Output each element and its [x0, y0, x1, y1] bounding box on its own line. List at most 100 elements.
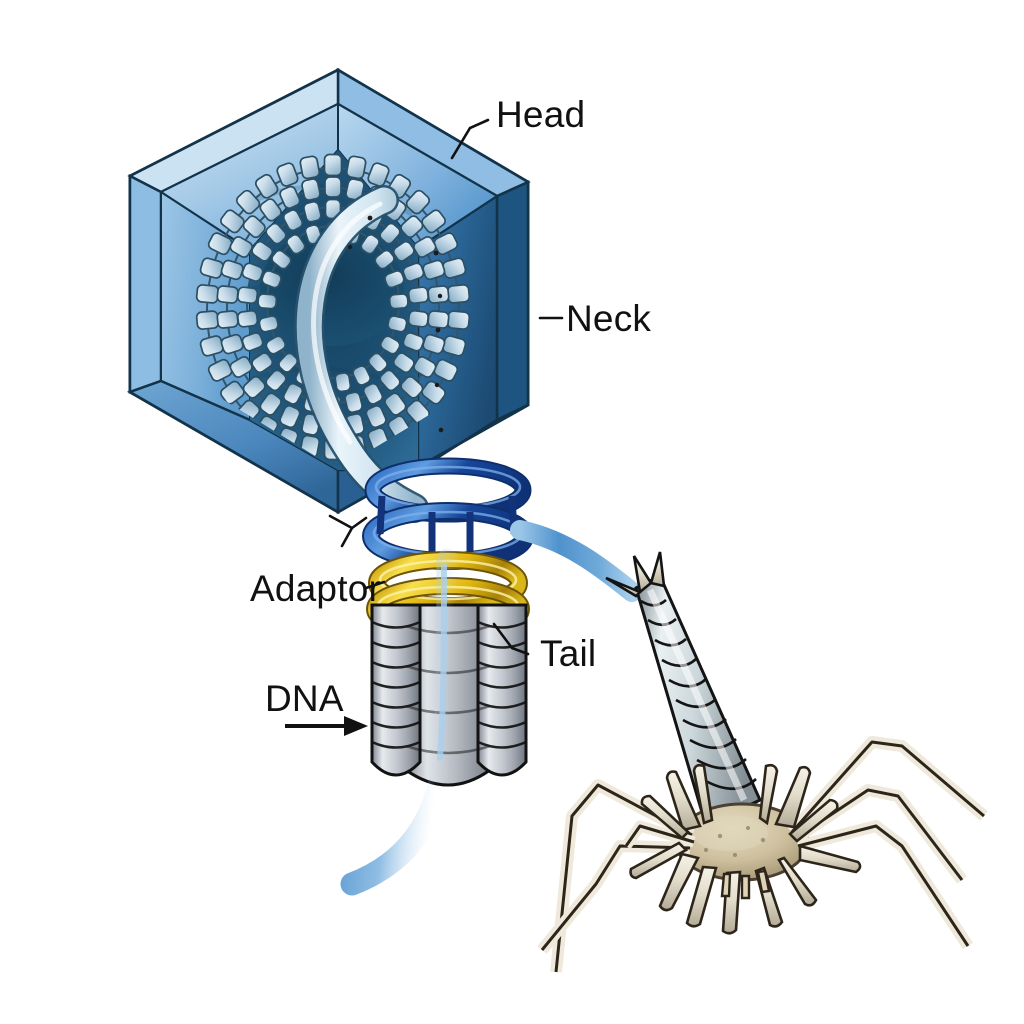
coil-bead [402, 262, 425, 282]
coil-bead [241, 332, 264, 352]
baseplate-pins [720, 869, 771, 900]
coil-beads [195, 153, 471, 461]
baseplate-hub-speckles [704, 826, 766, 857]
coil-bead [384, 270, 405, 289]
coil-bead [392, 240, 415, 262]
coil-bead [446, 310, 471, 330]
leader-head-base [328, 514, 354, 548]
coil-bead [195, 284, 220, 304]
coil-bead [259, 392, 282, 416]
coil-bead [344, 391, 363, 414]
coil-bead [352, 365, 371, 386]
label-dna: DNA [265, 678, 344, 719]
coil-bead [324, 176, 342, 198]
coil-bead [257, 293, 278, 310]
coil-bead [216, 285, 239, 304]
coil-bead [251, 240, 274, 262]
coil-bead [427, 310, 450, 329]
coil-bead [413, 236, 437, 258]
coil-bead [400, 215, 424, 239]
coil-bead [407, 309, 430, 328]
coil-bead [384, 392, 407, 416]
coil-bead [286, 233, 306, 255]
coil-bead [446, 284, 471, 304]
capsid-facet-left-edge [128, 173, 163, 394]
coil-bead [271, 249, 292, 270]
coil-bead [265, 222, 287, 245]
coil-bead [276, 162, 299, 187]
coil-bead [282, 209, 304, 232]
coil-bead [242, 375, 266, 399]
coil-bead [374, 249, 395, 270]
dna-exit-tube [294, 185, 444, 523]
coil-bead [279, 404, 301, 429]
tail-fibers-long [537, 736, 988, 973]
tail-tube-highlight [646, 588, 748, 802]
label-adaptor: Adaptor [250, 568, 381, 609]
dna-strand-body [340, 548, 460, 896]
coil-bead [323, 153, 343, 177]
coil-bead [265, 369, 287, 392]
coil-bead [379, 222, 401, 245]
coil-bead [405, 189, 431, 215]
label-leaders [328, 118, 564, 656]
dna-tube-highlight [311, 201, 383, 445]
coil-bead [220, 209, 245, 234]
capsid-facet-right-edge [495, 180, 530, 422]
coil-bead [195, 310, 220, 330]
coil-bead [433, 232, 459, 256]
coil-bead [229, 356, 253, 378]
coil-bead [388, 293, 409, 310]
coil-bead [241, 262, 264, 282]
coil-bead [413, 356, 437, 378]
coil-bead [236, 286, 259, 305]
coil-bead [421, 209, 446, 234]
baseplate-hub-highlight [692, 815, 768, 851]
coil-bead [301, 178, 321, 201]
capsid-head [127, 67, 531, 523]
tail-tube-left [370, 603, 422, 777]
neck-collar [362, 457, 534, 570]
coil-bead [387, 315, 408, 333]
coil-bead [242, 215, 266, 239]
coil-bead [433, 358, 459, 382]
leader-tail [492, 622, 530, 656]
coil-bead [258, 315, 279, 333]
baseplate-spikes [629, 763, 862, 935]
coil-bead [303, 200, 322, 223]
coil-bead [379, 335, 401, 355]
coil-bead [360, 233, 380, 255]
coil-bead [236, 309, 259, 328]
coil-bead [334, 372, 352, 393]
tail-tip-prongs [605, 551, 666, 598]
baseplate-tail-tube [605, 551, 762, 829]
tail-tube-right [476, 603, 528, 777]
dna-arrow [285, 716, 368, 736]
dna-strand-highlight [437, 563, 447, 761]
coil-bead [251, 352, 274, 374]
coil-bead [235, 189, 261, 215]
coil-bead [392, 352, 415, 374]
coil-bead [402, 332, 425, 352]
coil-bead [282, 382, 304, 405]
coil-bead [345, 155, 367, 180]
coil-bead [362, 382, 384, 405]
coil-bead [265, 335, 287, 355]
coil-bead [299, 155, 321, 180]
coil-bead [220, 380, 245, 405]
coil-bead [345, 178, 365, 201]
coil-bead [229, 236, 253, 258]
coil-bead [278, 352, 299, 373]
coil-bead [216, 310, 239, 329]
label-neck: Neck [566, 298, 652, 339]
leader-head [450, 118, 490, 160]
leader-adaptor [364, 580, 386, 590]
coil-bead [367, 162, 390, 187]
coil-bead [367, 352, 388, 373]
coil-bead [259, 198, 282, 222]
coil-bead [254, 173, 279, 199]
dna-strand-exiting [340, 548, 460, 896]
coil-bead [400, 375, 424, 399]
